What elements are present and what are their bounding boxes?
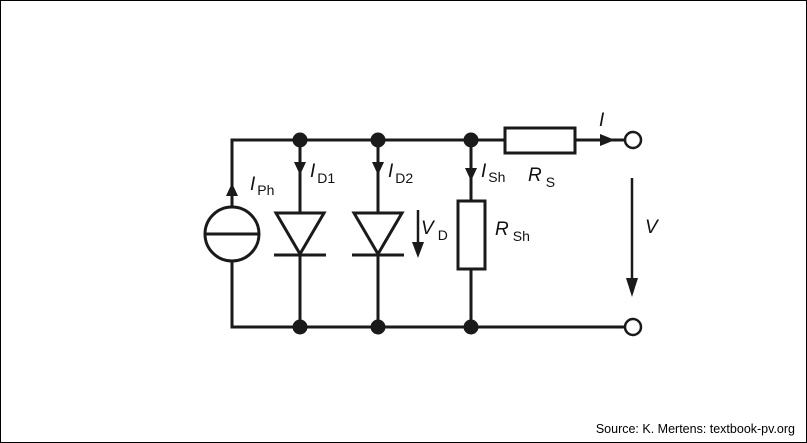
output-terminal-top	[623, 130, 643, 150]
diode1-symbol	[273, 211, 327, 257]
label-output-voltage: V	[645, 217, 660, 238]
output-current-arrow-icon	[600, 134, 615, 146]
junction-dot	[292, 319, 308, 335]
series-resistor-symbol	[503, 126, 577, 155]
output-voltage-arrow-icon	[626, 178, 638, 297]
diode2-current-arrow-icon	[372, 162, 384, 175]
junction-dot	[370, 132, 386, 148]
shunt-resistor-symbol	[456, 199, 487, 271]
shunt-current-arrow-icon	[465, 168, 477, 181]
diode1-current-arrow-icon	[294, 162, 306, 175]
source-credit: Source: K. Mertens: textbook-pv.org	[595, 422, 795, 436]
junction-dot	[292, 132, 308, 148]
label-output-current: I	[599, 110, 605, 131]
diode2-symbol	[351, 211, 405, 257]
current-source-symbol	[203, 205, 261, 263]
diode-voltage-arrow-icon	[412, 210, 424, 258]
photocurrent-arrow-icon	[226, 183, 238, 196]
output-terminal-bottom	[623, 317, 643, 337]
junction-dot	[463, 319, 479, 335]
junction-dot	[463, 132, 479, 148]
junction-dot	[370, 319, 386, 335]
